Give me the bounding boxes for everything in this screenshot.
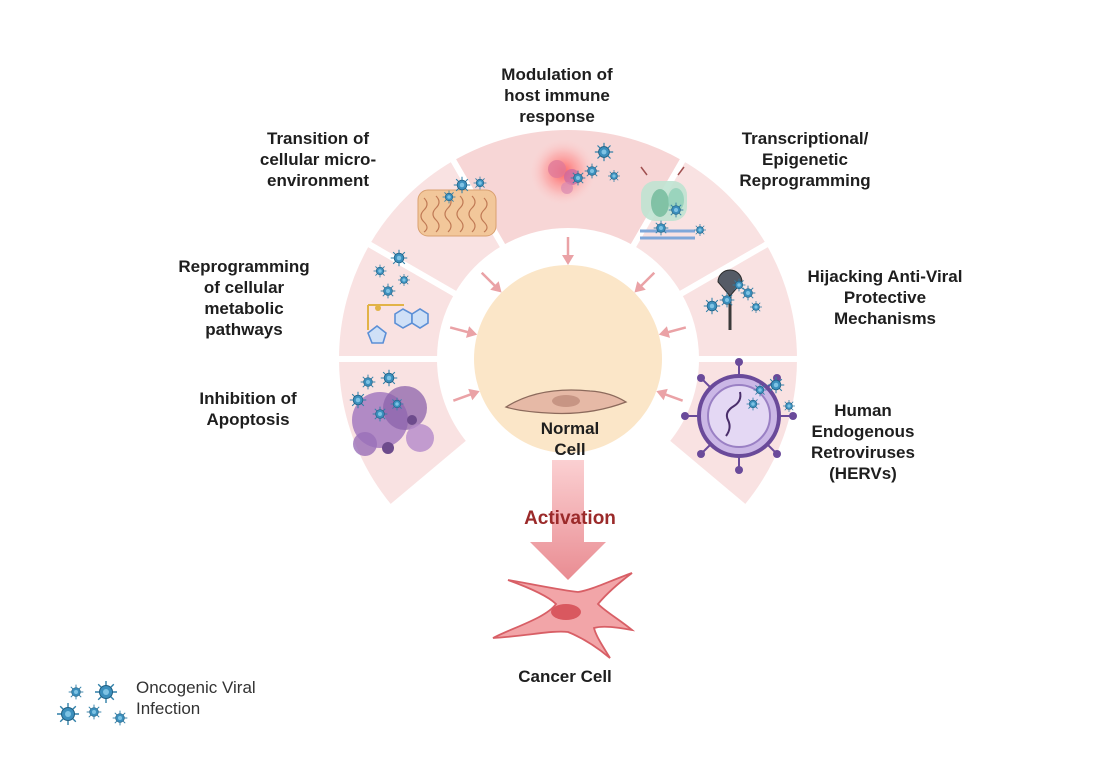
arrow-head-4 — [634, 281, 646, 293]
virus-icon — [442, 190, 456, 204]
sector-antiviral — [674, 238, 804, 362]
virus-icon — [570, 170, 586, 186]
virus-icon — [584, 163, 600, 179]
virus-icon — [732, 278, 746, 292]
epigenetic-illustration — [640, 166, 695, 240]
virus-icon — [782, 399, 796, 413]
virus-icon — [390, 249, 408, 267]
inward-arrows — [449, 237, 687, 402]
virus-icon — [746, 397, 760, 411]
virus-icon — [719, 292, 735, 308]
virus-icon — [668, 202, 684, 218]
arrow-head-5 — [658, 326, 671, 338]
virus-icon — [473, 176, 487, 190]
virus-icon — [740, 285, 756, 301]
arrow-head-1 — [465, 326, 478, 338]
virus-icon — [607, 169, 621, 183]
virus-icon — [703, 297, 721, 315]
normal-cell-nucleus — [552, 395, 580, 407]
virus-icon — [380, 283, 396, 299]
activation-arrow — [530, 460, 606, 580]
virus-icon — [749, 300, 763, 314]
arrow-head-0 — [468, 388, 480, 401]
virus-icon — [390, 397, 404, 411]
cancer-cell-nucleus — [551, 604, 581, 620]
virus-icon — [594, 142, 614, 162]
virus-icon — [372, 406, 388, 422]
arrow-head-6 — [656, 388, 668, 401]
virus-icon — [373, 264, 387, 278]
activation-label: Activation — [524, 508, 616, 529]
arrow-head-2 — [490, 281, 502, 293]
legend-virus-icons — [56, 680, 128, 726]
microenvironment-illustration — [417, 189, 497, 237]
virus-icon — [397, 273, 411, 287]
virus-icon — [360, 374, 376, 390]
herv-illustration — [681, 358, 797, 474]
virus-icon — [767, 376, 785, 394]
cancer-cell-label: Cancer Cell — [518, 667, 612, 686]
virus-icon — [653, 220, 669, 236]
arrow-head-3 — [562, 255, 574, 265]
sector-metabolic — [332, 238, 462, 362]
virus-icon — [380, 369, 398, 387]
virus-icon — [453, 176, 471, 194]
immune-illustration — [529, 138, 597, 206]
virus-icon — [349, 391, 367, 409]
metabolic-illustration — [367, 304, 429, 344]
virus-icon — [753, 383, 767, 397]
virus-icon — [693, 223, 707, 237]
